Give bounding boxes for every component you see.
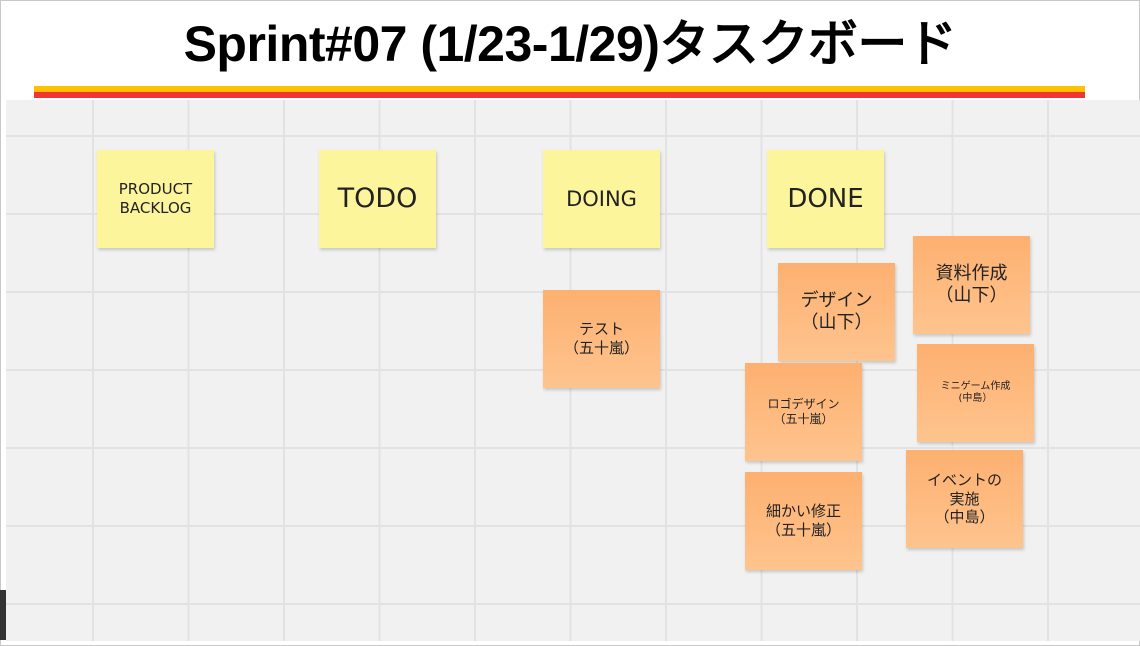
task-label: テスト （五十嵐） bbox=[563, 320, 639, 357]
column-header-todo[interactable]: TODO bbox=[319, 150, 436, 248]
task-note[interactable]: ロゴデザイン （五十嵐） bbox=[745, 363, 862, 461]
task-note[interactable]: デザイン （山下） bbox=[778, 263, 895, 361]
title-underline-yellow bbox=[34, 86, 1085, 92]
column-header-doing[interactable]: DOING bbox=[543, 150, 660, 248]
task-note[interactable]: イベントの 実施 （中島） bbox=[906, 450, 1023, 548]
task-note[interactable]: テスト （五十嵐） bbox=[543, 290, 660, 388]
task-note[interactable]: ミニゲーム作成 (中島） bbox=[917, 344, 1034, 442]
column-label: DONE bbox=[787, 183, 864, 214]
task-note[interactable]: 資料作成 （山下） bbox=[913, 236, 1030, 334]
task-label: ロゴデザイン （五十嵐） bbox=[767, 397, 840, 426]
task-label: 細かい修正 （五十嵐） bbox=[765, 502, 841, 539]
title-underline-red bbox=[34, 92, 1085, 98]
column-label: PRODUCT BACKLOG bbox=[118, 180, 193, 217]
column-header-product-backlog[interactable]: PRODUCT BACKLOG bbox=[97, 150, 214, 248]
edge-marker bbox=[0, 590, 6, 640]
task-label: ミニゲーム作成 (中島） bbox=[940, 380, 1011, 405]
task-label: デザイン （山下） bbox=[800, 289, 873, 334]
column-label: TODO bbox=[337, 183, 418, 215]
column-label: DOING bbox=[566, 186, 637, 211]
task-label: イベントの 実施 （中島） bbox=[926, 470, 1002, 527]
column-header-done[interactable]: DONE bbox=[767, 150, 884, 248]
task-note[interactable]: 細かい修正 （五十嵐） bbox=[745, 472, 862, 570]
page-title: Sprint#07 (1/23-1/29)タスクボード bbox=[183, 16, 957, 72]
task-label: 資料作成 （山下） bbox=[935, 262, 1008, 307]
